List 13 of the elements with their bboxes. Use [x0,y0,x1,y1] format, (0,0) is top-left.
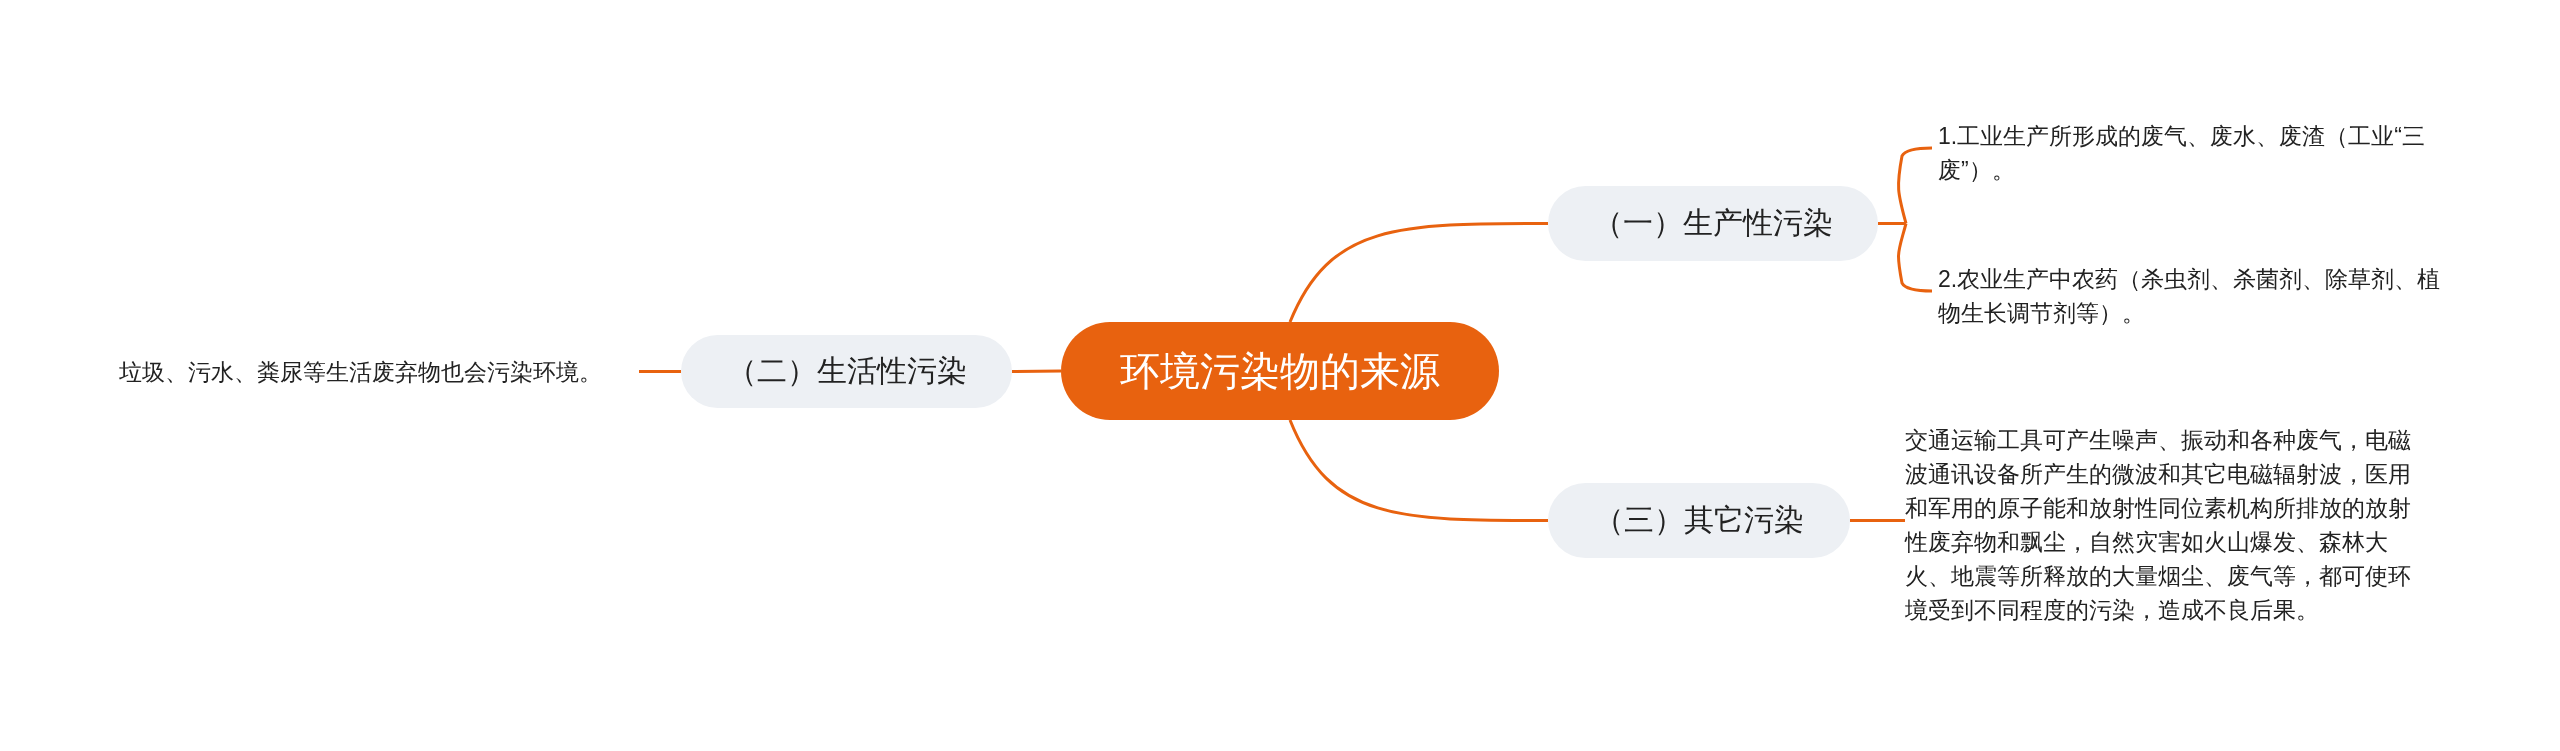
central-topic: 环境污染物的来源 [1061,322,1499,420]
topic-pill: （三）其它污染 [1548,483,1850,558]
connector-line [1012,369,1061,373]
topic-pill: （一）生产性污染 [1548,186,1878,261]
note-text: 2.农业生产中农药（杀虫剂、杀菌剂、除草剂、植物生长调节剂等）。 [1938,262,2458,330]
note-text: 1.工业生产所形成的废气、废水、废渣（工业“三废”）。 [1938,119,2458,187]
connector-line [1288,419,1548,522]
connector-line [1288,222,1548,323]
connector-line [1876,222,1934,293]
note-text: 交通运输工具可产生噪声、振动和各种废气，电磁波通讯设备所产生的微波和其它电磁辐射波，医用和军用的原子能和放射性同位素机构所排放的放射性废弃物和飘尘，自然灾害如火山爆发、森林大火、地震等所释放的大量烟尘、废气等，都可使环境受到不同程度的污染，造成不良后果。 [1905,423,2425,627]
topic-pill: （二）生活性污染 [681,335,1012,408]
connector-line [1850,519,1905,522]
note-text: 垃圾、污水、粪尿等生活废弃物也会污染环境。 [119,355,602,389]
